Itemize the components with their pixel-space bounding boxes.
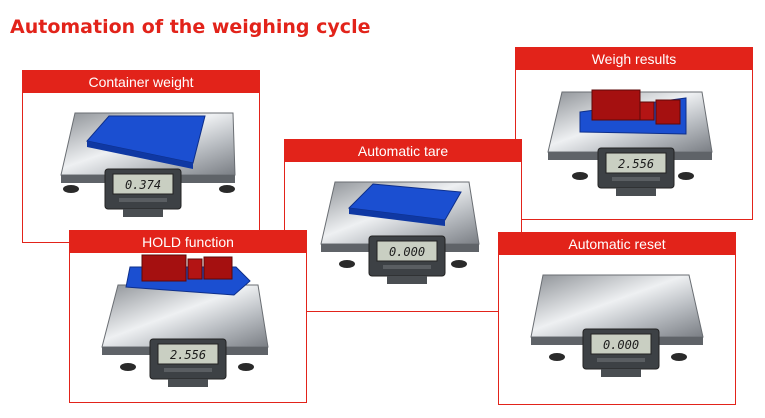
panel-label: Container weight xyxy=(23,71,259,93)
weighing-scale-icon: 2.556 xyxy=(547,89,713,196)
lcd-indicator-icon: 0.000 xyxy=(368,235,446,284)
lcd-indicator-icon: 2.556 xyxy=(597,147,675,196)
panel-label: Automatic reset xyxy=(499,233,735,255)
red-box-icon xyxy=(141,254,233,282)
panel-label: HOLD function xyxy=(70,231,306,253)
lcd-indicator-icon: 0.000 xyxy=(582,328,660,377)
weighing-scale-icon: 0.374 xyxy=(60,112,236,217)
page-title: Automation of the weighing cycle xyxy=(10,16,371,38)
weighing-scale-icon: 2.556 xyxy=(101,254,269,387)
lcd-indicator-icon: 0.374 xyxy=(104,168,182,217)
blue-tray-icon xyxy=(347,183,462,226)
panel-label: Weigh results xyxy=(516,48,752,70)
panel-label: Automatic tare xyxy=(285,140,521,162)
lcd-readout: 2.556 xyxy=(618,157,654,171)
panel-container-weight: Container weight 0.374 xyxy=(22,70,260,243)
panel-automatic-tare: Automatic tare 0.000 xyxy=(284,139,522,312)
lcd-readout: 0.000 xyxy=(603,338,639,352)
blue-tray-icon xyxy=(86,115,206,169)
lcd-indicator-icon: 2.556 xyxy=(149,338,227,387)
weighing-scale-icon: 0.000 xyxy=(320,181,480,284)
weighing-scale-icon: 0.000 xyxy=(530,274,704,377)
lcd-readout: 0.000 xyxy=(389,245,425,259)
red-box-icon xyxy=(591,89,681,125)
lcd-readout: 0.374 xyxy=(125,178,161,192)
panel-weigh-results: Weigh results 2.556 xyxy=(515,47,753,220)
panel-hold-function: HOLD function 2.556 xyxy=(69,230,307,403)
panel-automatic-reset: Automatic reset 0.000 xyxy=(498,232,736,405)
lcd-readout: 2.556 xyxy=(170,348,206,362)
